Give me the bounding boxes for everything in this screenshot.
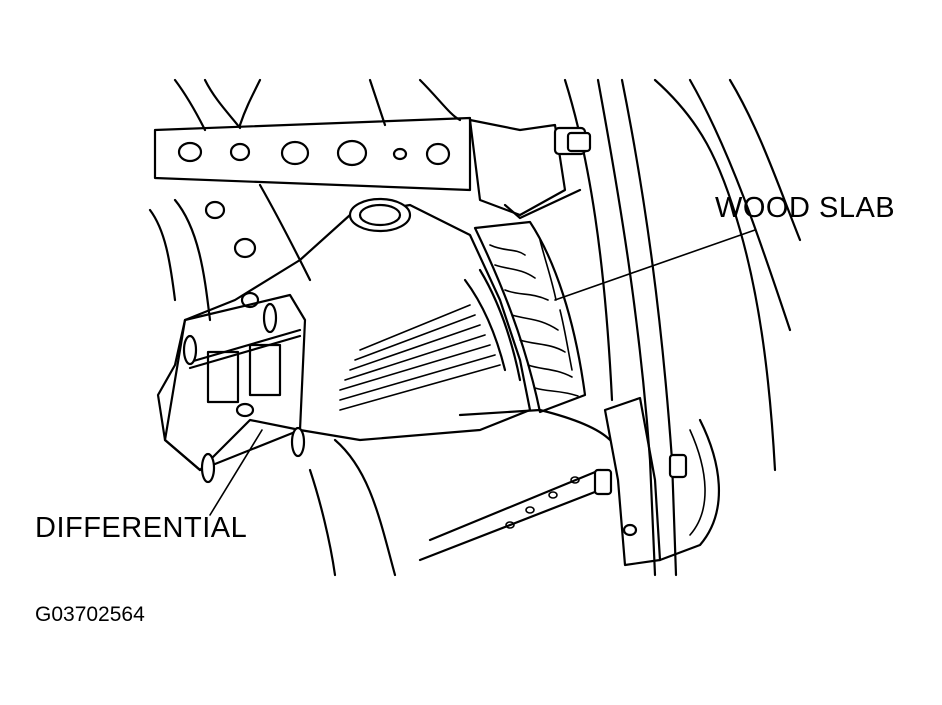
wood-slab-leader xyxy=(554,229,756,301)
differential-flange xyxy=(163,293,307,484)
differential-housing xyxy=(156,197,532,472)
vehicle-frame-rails xyxy=(563,78,802,577)
mount-bracket xyxy=(468,118,592,220)
wood-slab xyxy=(473,220,587,414)
frame-bracket xyxy=(593,396,688,567)
crossmember xyxy=(153,78,472,192)
lower-support xyxy=(308,408,612,577)
differential-leader xyxy=(209,429,263,516)
figure-id: G03702564 xyxy=(35,603,145,626)
body-panel xyxy=(148,183,312,322)
wood-slab-label: WOOD SLAB xyxy=(715,192,896,224)
differential-label: DIFFERENTIAL xyxy=(35,512,248,544)
